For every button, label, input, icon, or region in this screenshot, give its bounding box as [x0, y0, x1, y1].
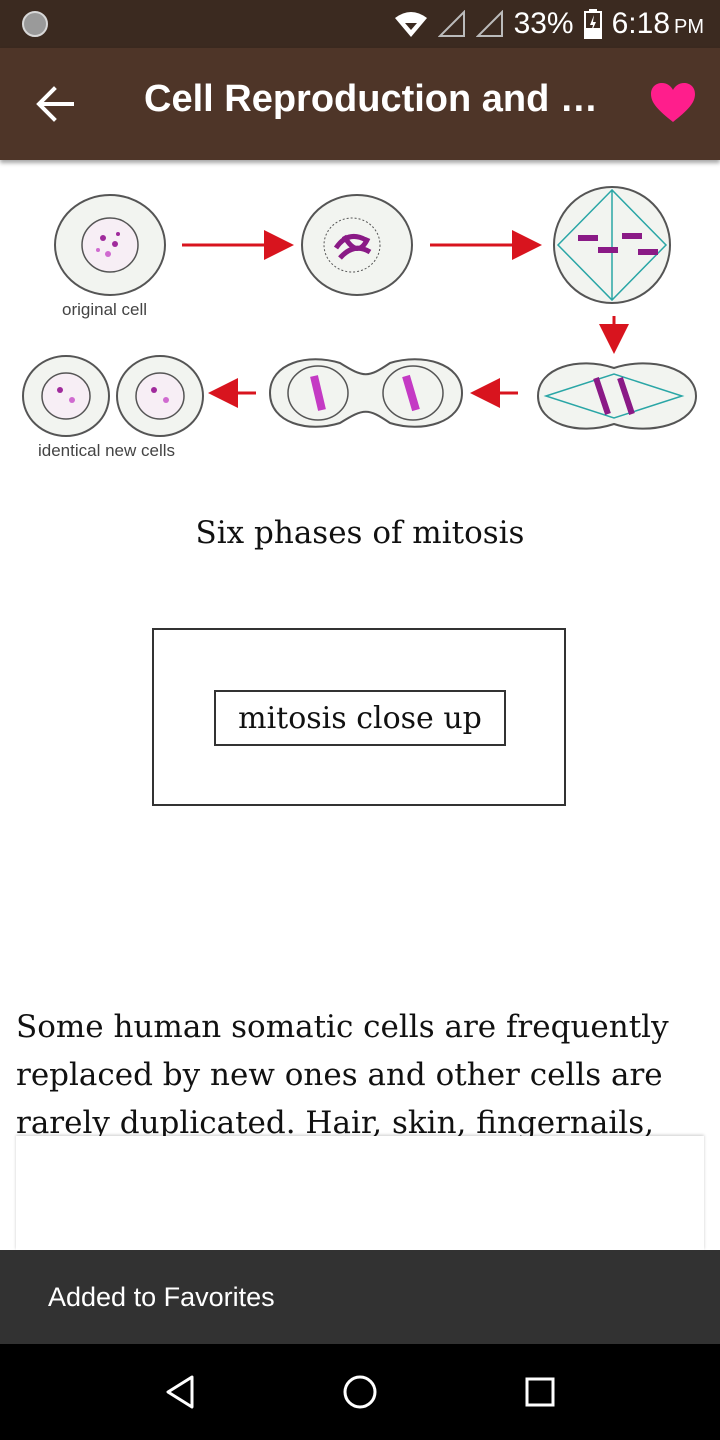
embedded-frame — [152, 628, 566, 806]
body-paragraph: Some human somatic cells are frequently … — [16, 1009, 669, 1141]
cell-original — [54, 194, 166, 296]
arrow-left-icon[interactable] — [32, 84, 80, 124]
heart-icon[interactable] — [650, 82, 696, 124]
cell-anaphase — [536, 362, 698, 430]
snackbar-message: Added to Favorites — [48, 1282, 275, 1312]
recents-square-icon[interactable] — [520, 1372, 560, 1412]
home-circle-icon[interactable] — [340, 1372, 380, 1412]
battery-icon — [583, 9, 602, 39]
cell-new-right — [116, 355, 204, 437]
mitosis-close-up-button[interactable]: mitosis close up — [214, 690, 506, 746]
mitosis-diagram: original cell identical new cells — [22, 186, 698, 460]
label-original-cell: original cell — [62, 300, 147, 319]
app-bar: Cell Reproduction and C... — [0, 48, 720, 160]
app-notification-icon — [22, 11, 48, 37]
cell-prophase — [301, 194, 413, 296]
signal-icon — [475, 10, 503, 37]
cell-metaphase — [553, 186, 671, 304]
cell-new-left — [22, 355, 110, 437]
cell-telophase — [268, 358, 464, 428]
wifi-icon — [394, 12, 427, 37]
navigation-bar — [0, 1344, 720, 1440]
back-triangle-icon[interactable] — [160, 1372, 200, 1412]
page-title: Cell Reproduction and C... — [144, 78, 604, 120]
ad-banner[interactable] — [16, 1136, 704, 1250]
battery-percent: 33% — [513, 7, 574, 40]
signal-icon — [437, 10, 465, 37]
diagram-caption: Six phases of mitosis — [195, 515, 525, 551]
label-identical-new-cells: identical new cells — [38, 441, 175, 460]
snackbar: Added to Favorites — [0, 1250, 720, 1344]
